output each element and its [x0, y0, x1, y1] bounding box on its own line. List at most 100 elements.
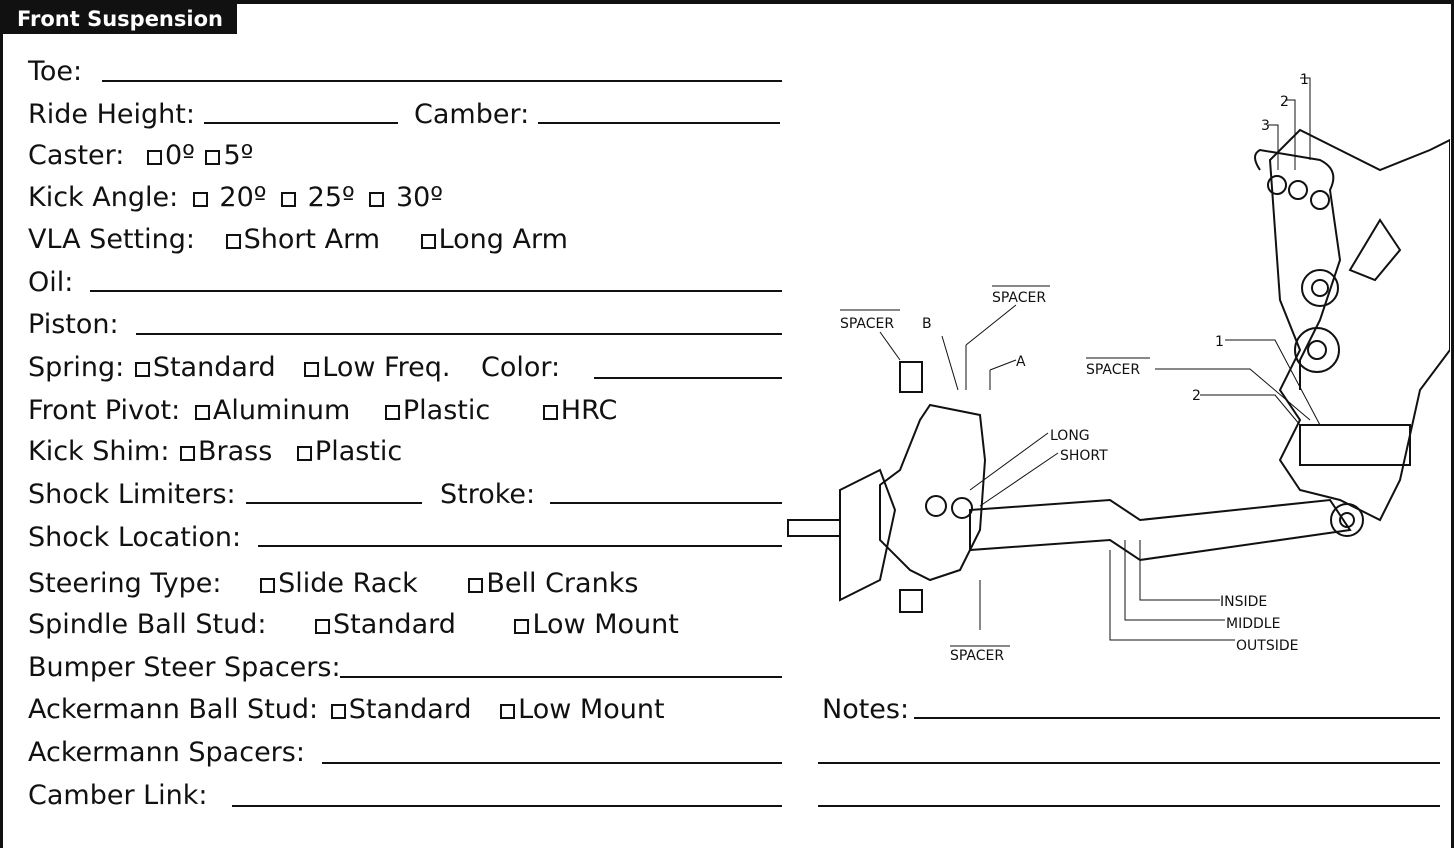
steering-slide-checkbox[interactable] — [260, 578, 276, 593]
label-long: LONG — [1050, 428, 1090, 444]
shock-limiters-row: Shock Limiters: — [28, 475, 236, 515]
kick-angle-row: Kick Angle: 20º 25º 30º — [28, 178, 443, 218]
shock-location-field[interactable] — [258, 545, 782, 547]
steering-type-label: Steering Type: — [28, 568, 222, 599]
ball-stud-outer — [951, 497, 973, 519]
camber-link-field[interactable] — [232, 805, 782, 807]
pivot-circle-lower — [1294, 327, 1340, 373]
stroke-field[interactable] — [550, 502, 782, 504]
spindle-standard-checkbox[interactable] — [315, 619, 331, 634]
label-middle: MIDDLE — [1226, 616, 1280, 632]
toe-field[interactable] — [102, 80, 782, 82]
ride-height-row: Ride Height: — [28, 95, 195, 135]
shim-brass-label: Brass — [198, 436, 273, 467]
shim-plastic-checkbox[interactable] — [296, 446, 312, 461]
pivot-hrc-label: HRC — [560, 395, 618, 426]
spacer-label-left: SPACER — [840, 316, 894, 332]
shock-limiters-field[interactable] — [246, 502, 422, 504]
steering-slide-label: Slide Rack — [278, 568, 418, 599]
caster-label: Caster: — [28, 140, 125, 171]
spindle-top-cap — [899, 361, 923, 393]
shim-brass-checkbox[interactable] — [180, 446, 196, 461]
spindle-bottom-cap — [899, 589, 923, 613]
ackermann-spacers-field[interactable] — [322, 762, 782, 764]
ackermann-ball-stud-row: Ackermann Ball Stud: Standard Low Mount — [28, 690, 665, 730]
notes-line-1[interactable] — [914, 717, 1440, 719]
hub-disc — [839, 468, 897, 602]
spindle-standard-label: Standard — [333, 609, 456, 640]
camber-hole-2 — [1288, 180, 1308, 200]
camber-label: Camber: — [414, 99, 530, 130]
steering-bell-checkbox[interactable] — [468, 578, 484, 593]
kick-25-label: 25º — [307, 182, 355, 213]
label-2-lower: 2 — [1192, 388, 1201, 404]
steering-bell-label: Bell Cranks — [486, 568, 639, 599]
caster-row: Caster: 0º 5º — [28, 136, 253, 176]
bumper-steer-field[interactable] — [340, 676, 782, 678]
color-field[interactable] — [594, 377, 782, 379]
stroke-label: Stroke: — [440, 479, 536, 510]
axle-stub — [787, 519, 841, 537]
ride-height-field[interactable] — [204, 122, 398, 124]
camber-mount-arm — [1254, 148, 1342, 390]
spindle-lowmount-label: Low Mount — [532, 609, 679, 640]
steering-type-row: Steering Type: Slide Rack Bell Cranks — [28, 564, 638, 604]
bumper-steer-label: Bumper Steer Spacers: — [28, 652, 341, 683]
ackermann-standard-checkbox[interactable] — [330, 704, 346, 719]
ball-stud-inner — [925, 495, 947, 517]
ackermann-lowmount-checkbox[interactable] — [500, 704, 516, 719]
shim-plastic-label: Plastic — [314, 436, 403, 467]
pivot-plastic-checkbox[interactable] — [384, 405, 400, 420]
bumper-steer-row: Bumper Steer Spacers: — [28, 648, 341, 688]
label-3-upper: 3 — [1261, 118, 1270, 134]
front-pivot-label: Front Pivot: — [28, 395, 181, 426]
ackermann-spacers-label: Ackermann Spacers: — [28, 737, 305, 768]
label-inside: INSIDE — [1220, 594, 1267, 610]
oil-row: Oil: — [28, 263, 73, 303]
spacer-label-right: SPACER — [1086, 362, 1140, 378]
spindle-lowmount-checkbox[interactable] — [514, 619, 530, 634]
shock-limiters-label: Shock Limiters: — [28, 479, 236, 510]
oil-field[interactable] — [90, 290, 782, 292]
bulkhead-shape — [1268, 128, 1450, 522]
notes-line-2[interactable] — [818, 762, 1440, 764]
ackermann-lowmount-label: Low Mount — [518, 694, 665, 725]
spindle-ball-stud-row: Spindle Ball Stud: Standard Low Mount — [28, 605, 679, 645]
ackermann-standard-label: Standard — [348, 694, 472, 725]
spacer-label-bottom: SPACER — [950, 648, 1004, 664]
notes-line-3[interactable] — [818, 805, 1440, 807]
color-label: Color: — [481, 352, 561, 383]
caster-5-checkbox[interactable] — [205, 150, 221, 165]
caster-0-label: 0º — [164, 140, 195, 171]
label-1-upper: 1 — [1300, 72, 1309, 88]
pivot-circle-upper — [1301, 269, 1339, 307]
camber-hole-1 — [1310, 190, 1330, 210]
kick-20-checkbox[interactable] — [192, 192, 208, 207]
camber-field[interactable] — [538, 122, 780, 124]
kick-30-checkbox[interactable] — [369, 192, 385, 207]
label-a: A — [1016, 354, 1026, 370]
label-1-lower: 1 — [1215, 334, 1224, 350]
kick-shim-row: Kick Shim: Brass Plastic — [28, 432, 402, 472]
kick-25-checkbox[interactable] — [281, 192, 297, 207]
oil-label: Oil: — [28, 267, 74, 298]
pivot-hrc-checkbox[interactable] — [542, 405, 558, 420]
kick-30-label: 30º — [395, 182, 444, 213]
spring-standard-checkbox[interactable] — [134, 362, 150, 377]
front-pivot-row: Front Pivot: Aluminum Plastic HRC — [28, 391, 617, 431]
spring-label: Spring: — [28, 352, 125, 383]
vla-long-checkbox[interactable] — [420, 234, 436, 249]
piston-field[interactable] — [136, 333, 782, 335]
shock-location-row: Shock Location: — [28, 518, 241, 558]
piston-row: Piston: — [28, 305, 119, 345]
vla-short-checkbox[interactable] — [225, 234, 241, 249]
caster-0-checkbox[interactable] — [146, 150, 162, 165]
pivot-aluminum-checkbox[interactable] — [194, 405, 210, 420]
bracket-window — [1348, 218, 1402, 282]
camber-link-row: Camber Link: — [28, 776, 208, 816]
spring-lowfreq-checkbox[interactable] — [304, 362, 320, 377]
ackermann-ball-stud-label: Ackermann Ball Stud: — [28, 694, 319, 725]
shock-location-label: Shock Location: — [28, 522, 242, 553]
stroke-row: Stroke: — [440, 475, 535, 515]
